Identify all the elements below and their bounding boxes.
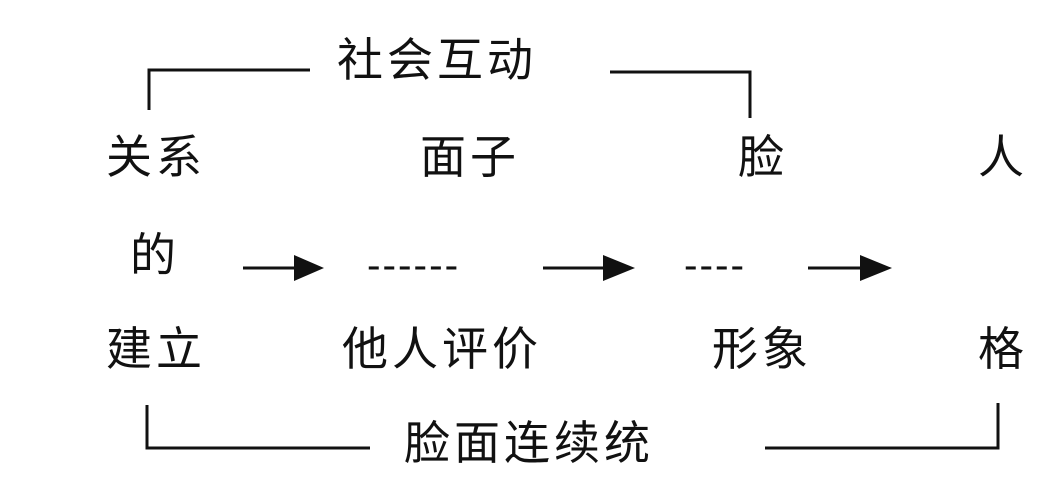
node-mianzi-top: 面子 xyxy=(420,130,520,184)
node-personality-bottom: 格 xyxy=(978,322,1028,376)
node-relationship-top: 关系 xyxy=(106,130,206,184)
node-personality-top: 人 xyxy=(978,130,1028,184)
arrow-1 xyxy=(243,255,324,281)
bottom-bracket-label: 脸面连续统 xyxy=(404,416,654,470)
dash-line-long: ------ xyxy=(367,243,461,289)
node-relationship-middle: 的 xyxy=(130,228,180,282)
node-mianzi-bottom: 他人评价 xyxy=(342,322,542,376)
node-relationship-bottom: 建立 xyxy=(106,322,206,376)
dash-line-short: ---- xyxy=(684,243,747,289)
bottom-bracket-left-line xyxy=(145,405,370,450)
bottom-bracket-right-line xyxy=(765,403,1000,450)
arrow-2 xyxy=(543,255,635,281)
arrow-3 xyxy=(808,255,892,281)
node-lian-bottom: 形象 xyxy=(712,322,812,376)
node-lian-top: 脸 xyxy=(738,130,788,184)
top-bracket-label: 社会互动 xyxy=(337,33,537,87)
top-bracket-left-line xyxy=(147,68,310,110)
top-bracket-right-line xyxy=(610,70,752,118)
